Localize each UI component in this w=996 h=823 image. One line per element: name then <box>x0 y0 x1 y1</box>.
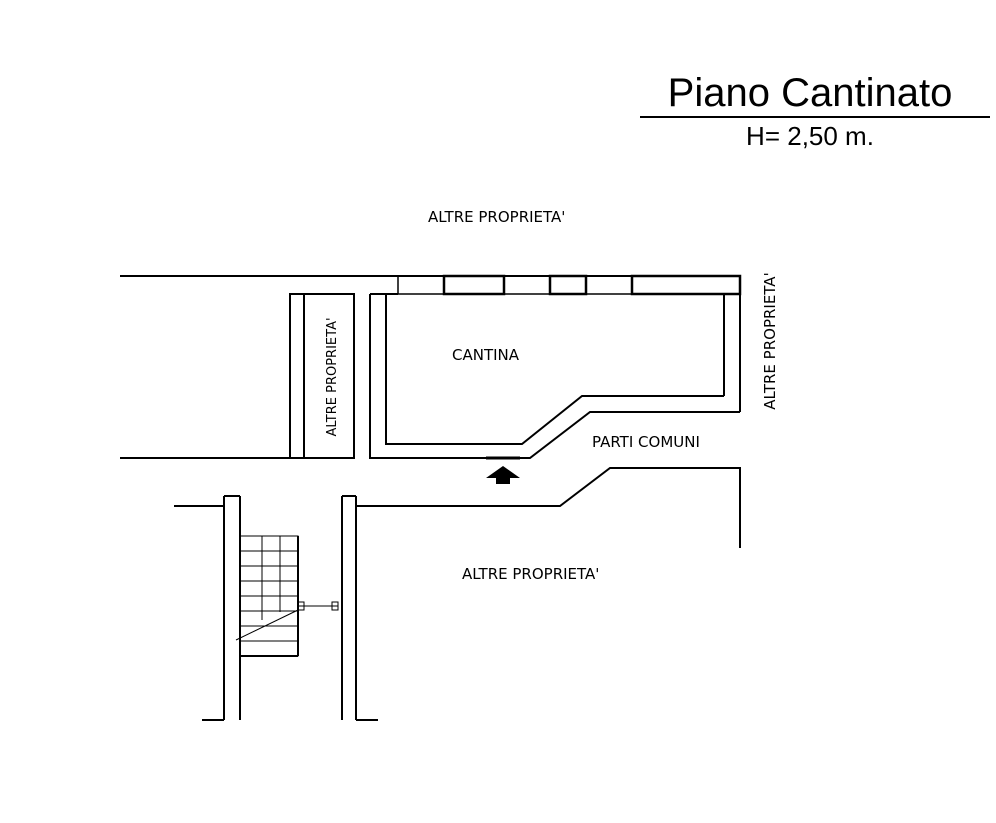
label-right-property: ALTRE PROPRIETA' <box>761 272 779 410</box>
window-4 <box>548 274 588 296</box>
floor-height: H= 2,50 m. <box>746 121 874 151</box>
cantina-outline <box>369 294 740 459</box>
label-parti-comuni: PARTI COMUNI <box>592 433 700 451</box>
narrow-room-wall-left <box>289 293 305 459</box>
label-narrow-room-property: ALTRE PROPRIETA' <box>325 317 340 437</box>
plan-title: Piano Cantinato <box>667 71 953 115</box>
corridor-lower-wall <box>356 467 741 548</box>
label-bottom-property: ALTRE PROPRIETA' <box>462 565 600 583</box>
label-top-property: ALTRE PROPRIETA' <box>428 208 566 226</box>
window-5 <box>585 275 633 295</box>
window-1 <box>397 275 445 295</box>
cantina-inner-outline <box>385 294 724 445</box>
window-3 <box>503 275 551 295</box>
wall-segment-right <box>630 274 742 296</box>
window-2 <box>442 274 506 296</box>
label-cantina: CANTINA <box>452 346 520 364</box>
staircase <box>235 535 339 657</box>
entry-arrow-icon <box>486 466 520 484</box>
